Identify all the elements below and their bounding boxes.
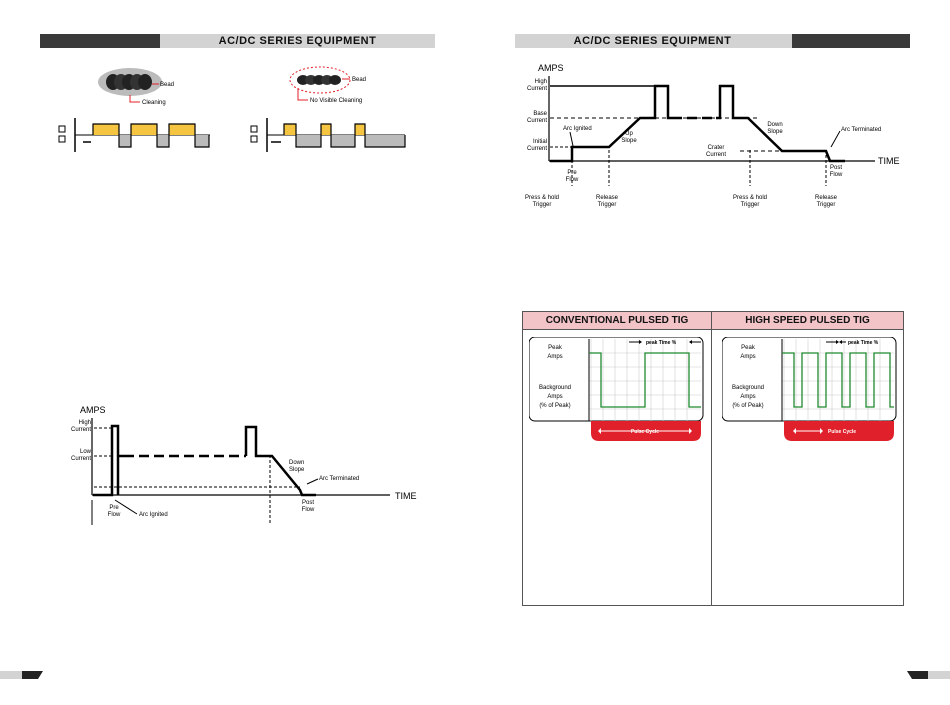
left-header-bar: AC/DC SERIES EQUIPMENT [40, 34, 435, 48]
arc-ignited-label-left: Arc Ignited [139, 512, 168, 518]
arc-terminated-label-right: Arc Terminated [841, 127, 881, 133]
right-header-bar: AC/DC SERIES EQUIPMENT [515, 34, 910, 48]
right-footer-tab [907, 666, 950, 679]
right-header-title: AC/DC SERIES EQUIPMENT [573, 35, 732, 47]
right-header-dark-block [792, 34, 910, 48]
bead-right [297, 75, 341, 85]
cleaning-label: Cleaning [142, 100, 166, 106]
left-header-dark-block [40, 34, 160, 48]
conventional-peak-time-label: peak Time % [646, 340, 677, 346]
left-header-title: AC/DC SERIES EQUIPMENT [218, 35, 377, 47]
time-axis-title-left: TIME [395, 491, 417, 501]
amps-axis-title-left: AMPS [80, 405, 106, 415]
conventional-pulse-wave [589, 352, 701, 408]
ac-waveform-left [58, 118, 210, 152]
no-cleaning-outline [289, 66, 351, 94]
ac-waveform-right [250, 118, 406, 152]
bead-label-right: Bead [352, 77, 366, 83]
conventional-pulse-cycle-label: Pulse Cycle [631, 429, 659, 435]
high-speed-pulse-cycle-label: Pulse Cycle [828, 429, 856, 435]
comparison-divider [711, 312, 712, 605]
high-speed-grid [782, 339, 894, 421]
ac-balance-figure: Bead Cleaning Bead No Visible Cleaning [58, 66, 406, 152]
amps-axis-title-right: AMPS [538, 63, 564, 73]
conventional-pulsed-title: CONVENTIONAL PULSED TIG [523, 312, 711, 330]
no-cleaning-label: No Visible Cleaning [310, 98, 362, 104]
high-speed-peak-time-label: peak Time % [848, 340, 879, 346]
high-speed-pulsed-title: HIGH SPEED PULSED TIG [712, 312, 903, 330]
pulse-current-trace [93, 424, 124, 497]
time-axis-title-right: TIME [878, 156, 900, 166]
arc-ignited-label-right: Arc Ignited [563, 126, 592, 132]
high-speed-pulse-wave [782, 352, 894, 408]
high-speed-pulse-cycle-bar [784, 421, 894, 441]
sequence-current-trace [550, 84, 672, 163]
left-footer-tab [0, 666, 43, 679]
arc-terminated-label-left: Arc Terminated [319, 476, 359, 482]
bead-left [106, 74, 152, 90]
bead-label-left: Bead [160, 82, 174, 88]
